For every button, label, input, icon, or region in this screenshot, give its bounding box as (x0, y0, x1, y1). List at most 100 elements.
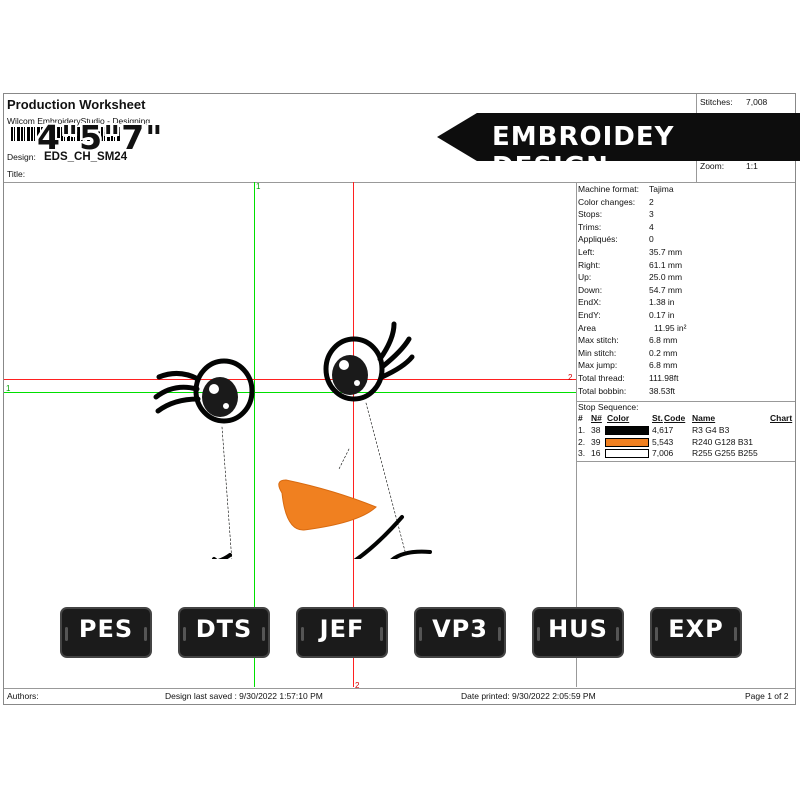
spec-label: Min stitch: (578, 347, 617, 358)
format-label: JEF (319, 615, 365, 643)
sequence-row-needle: 38 (591, 425, 601, 435)
barcode (11, 127, 121, 141)
left-eye-highlight-small (223, 403, 229, 409)
format-badge-vp3: VP3 (414, 607, 506, 658)
spec-label: Machine format: (578, 184, 639, 194)
carrot-nose (278, 479, 377, 531)
sequence-row-name: R255 G255 B255 (692, 448, 758, 458)
format-badge-exp: EXP (650, 607, 742, 658)
design-size: 4"5"7" (37, 118, 164, 157)
col-chart: Chart (770, 413, 793, 423)
spec-label: Appliqués: (578, 234, 618, 245)
format-badge-hus: HUS (532, 607, 624, 658)
right-eye (323, 321, 415, 402)
design-code: EDS_CH_SM24 (44, 151, 128, 163)
spec-value: 2 (649, 196, 654, 207)
spec-value: 25.0 mm (649, 272, 683, 283)
sequence-row-swatch (605, 449, 649, 458)
right-lash-3 (379, 354, 415, 380)
spec-label: Trims: (578, 221, 602, 232)
design-label: Design: (7, 152, 36, 162)
stitches-label: Stitches: (700, 97, 733, 107)
spec-value: 6.8 mm (649, 360, 678, 371)
right-eye-pupil (332, 355, 368, 395)
last-saved: Design last saved : 9/30/2022 1:57:10 PM (165, 691, 323, 701)
spec-value: 3 (649, 209, 654, 220)
sequence-row-name: R3 G4 B3 (692, 425, 730, 435)
sequence-row-stitches: 4,617 (652, 425, 674, 435)
embroidery-design (153, 321, 432, 559)
col-name: Name (692, 413, 716, 423)
header-divider (4, 182, 795, 183)
sequence-row-number: 1. (578, 425, 586, 435)
spec-value: 38.53ft (649, 385, 675, 396)
format-label: VP3 (432, 615, 488, 643)
spec-value: 6.8 mm (649, 335, 678, 346)
sequence-divider (576, 461, 795, 462)
format-badge-pes: PES (60, 607, 152, 658)
sequence-row-needle: 39 (591, 436, 601, 447)
left-eye-pupil (202, 377, 238, 417)
right-lash-2 (379, 336, 412, 370)
date-printed: Date printed: 9/30/2022 2:05:59 PM (461, 691, 596, 701)
sequence-row-number: 2. (578, 436, 586, 447)
banner-text: EMBROIDEY DESIGN (492, 122, 675, 182)
spec-value: 35.7 mm (649, 247, 683, 257)
spec-value: 111.98ft (649, 373, 679, 383)
col-color: Color (607, 413, 630, 423)
format-label: DTS (195, 615, 253, 643)
stop-sequence-title: Stop Sequence: (578, 402, 639, 412)
left-eye (153, 358, 255, 424)
guide-label-bottom: 2 (355, 681, 360, 690)
spec-value: 0.17 in (649, 310, 675, 320)
spec-label: Color changes: (578, 196, 636, 207)
guide-label-left: 1 (6, 384, 11, 393)
guide-vertical-green (254, 182, 255, 687)
guide-vertical-red (353, 182, 354, 687)
col-n: N# (591, 413, 602, 423)
right-eye-highlight (339, 360, 349, 370)
jump-stitch-nose (338, 448, 350, 470)
jump-stitch-right (365, 402, 407, 556)
footer-divider (4, 688, 795, 689)
spec-label: Total thread: (578, 373, 625, 383)
spec-divider (576, 401, 795, 402)
guide-horizontal-red (4, 379, 576, 380)
authors-label: Authors: (7, 691, 39, 701)
col-num: # (578, 413, 583, 423)
format-label: HUS (548, 615, 608, 643)
col-st: St. (652, 413, 663, 423)
spec-value: 0.2 mm (649, 347, 678, 358)
format-label: PES (78, 615, 134, 643)
right-lash-1 (377, 321, 397, 362)
sequence-row-number: 3. (578, 448, 586, 458)
format-label: EXP (668, 615, 724, 643)
sequence-row-stitches: 7,006 (652, 448, 674, 458)
guide-horizontal-green (4, 392, 576, 393)
guide-label-top: 1 (256, 182, 261, 191)
sequence-row-stitches: 5,543 (652, 436, 674, 447)
spec-label: EndX: (578, 297, 602, 308)
smile-left-end (217, 553, 232, 559)
zoom-label: Zoom: (700, 161, 725, 171)
format-badge-dts: DTS (178, 607, 270, 658)
sequence-row-needle: 16 (591, 448, 601, 458)
spec-label: Area (578, 322, 596, 333)
spec-label: Max jump: (578, 360, 618, 371)
sequence-row-swatch (605, 426, 649, 435)
spec-value: 54.7 mm (649, 284, 683, 295)
smile-right-end (390, 549, 432, 559)
sequence-row-swatch (605, 437, 649, 447)
left-lash-1 (156, 371, 201, 382)
page-number: Page 1 of 2 (745, 691, 789, 701)
spec-value: 4 (649, 221, 654, 232)
worksheet-frame: Production Worksheet Wilcom EmbroiderySt… (3, 93, 796, 705)
format-badge-jef: JEF (296, 607, 388, 658)
sequence-row-name: R240 G128 B31 (692, 436, 753, 447)
stitches-value: 7,008 (746, 97, 768, 107)
spec-value: 11.95 in² (654, 322, 687, 333)
spec-label: Up: (578, 272, 592, 283)
spec-label: Down: (578, 284, 603, 295)
spec-value: 61.1 mm (649, 259, 683, 270)
spec-label: Right: (578, 259, 601, 270)
